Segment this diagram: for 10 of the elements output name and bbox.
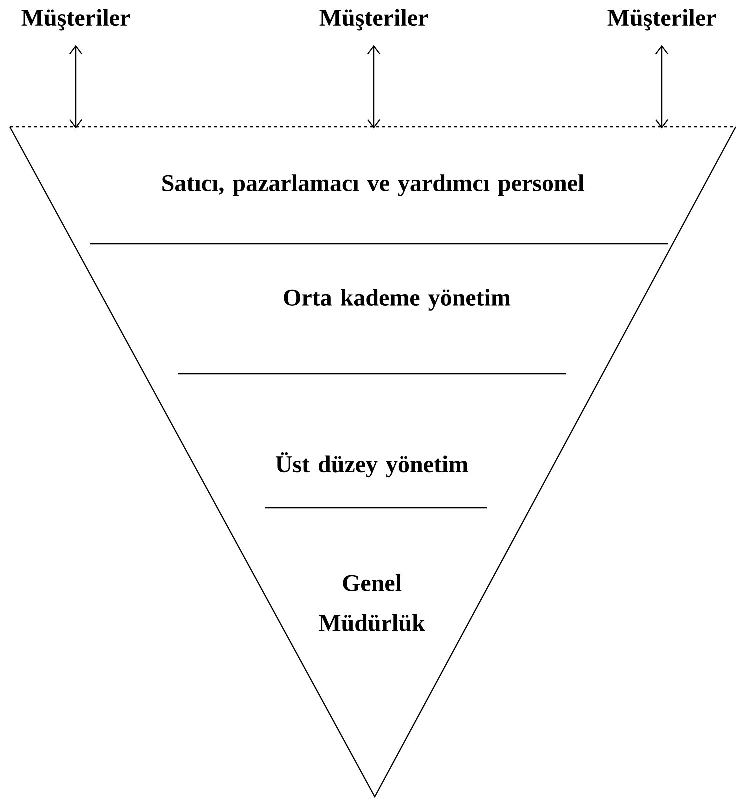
level-label: Orta kademe yönetim: [284, 289, 511, 311]
customer-label: Müşteriler: [320, 9, 428, 31]
customer-label: Müşteriler: [22, 9, 130, 31]
level-label: Üst düzey yönetim: [276, 452, 468, 478]
double-arrow: [368, 45, 380, 129]
level-label: Genel Müdürlük: [319, 574, 426, 632]
customer-label: Müşteriler: [608, 9, 716, 31]
double-arrow: [656, 45, 668, 129]
level-label: Satıcı, pazarlamacı ve yardımcı personel: [162, 174, 584, 196]
double-arrow: [70, 45, 82, 129]
